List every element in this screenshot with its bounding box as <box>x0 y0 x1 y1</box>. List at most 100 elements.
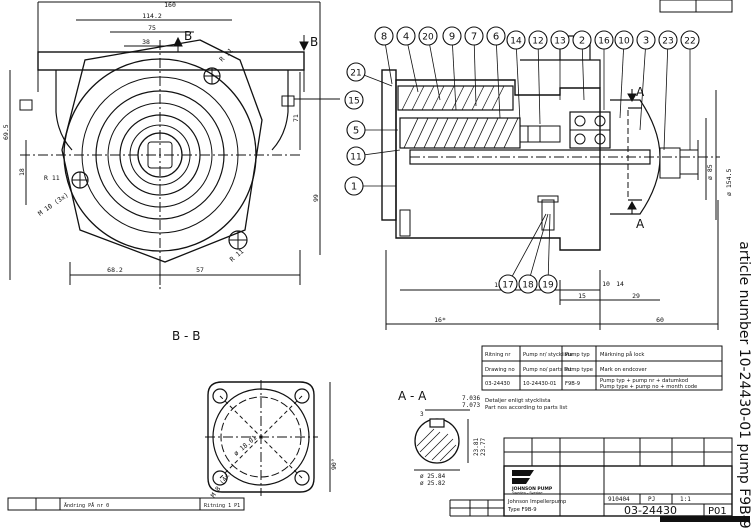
dim-75: 75 <box>148 24 156 32</box>
title-desc-2: Type F9B-9 <box>507 507 537 513</box>
revision-strip <box>7 497 245 511</box>
info-r1-c3: Pump typ <box>565 352 590 358</box>
dim-16: 16* <box>434 316 446 324</box>
balloon-4 <box>396 26 416 46</box>
balloon-number-9: 9 <box>449 32 455 43</box>
dim-69-5: 69.5 <box>2 124 10 140</box>
info-table-lines <box>481 345 723 391</box>
note-line-2: Part nos according to parts list <box>485 405 567 411</box>
balloon-13 <box>550 30 570 50</box>
dim-68-2: 68.2 <box>107 266 123 274</box>
aa-dim-h2: 23.77 <box>480 438 487 456</box>
aa-dim-w: 7.036 <box>462 395 480 402</box>
title-date: 910404 <box>608 496 630 503</box>
aa-dim-w2: 7.073 <box>462 402 480 409</box>
balloon-23 <box>658 30 678 50</box>
aa-dim-h1: 23.81 <box>473 438 480 456</box>
bottom-bar <box>660 516 750 522</box>
section-aa-label: A - A <box>398 389 427 403</box>
front-view <box>9 1 321 290</box>
balloon-20 <box>418 26 438 46</box>
balloon-17 <box>498 274 518 294</box>
info-r3-c4b: Pump type + pump no + month code <box>600 384 697 390</box>
balloon-number-8: 8 <box>381 32 387 43</box>
balloon-number-12: 12 <box>532 37 543 47</box>
info-r3-c1: 03-24430 <box>485 381 510 387</box>
balloon-leader <box>639 39 647 131</box>
aa-dim-dia: ø 25.84 <box>420 473 446 480</box>
balloon-15 <box>344 90 364 110</box>
balloon-number-23: 23 <box>662 37 673 47</box>
title-drawing-no: 03-24430 <box>624 504 677 517</box>
arrow-b-top-label: B <box>184 29 192 43</box>
dim-r11-bottom: R 11 <box>228 247 245 263</box>
section-bb-label: B - B <box>172 329 200 343</box>
info-r2-c2: Pump no/ parts list <box>523 367 572 373</box>
arrow-a-bottom-label: A <box>636 217 645 231</box>
balloon-leader <box>537 39 541 125</box>
balloon-leader <box>663 39 669 151</box>
balloon-2 <box>572 30 592 50</box>
balloon-number-2: 2 <box>579 36 585 47</box>
side-caption: article number 10-24430-01 pump F9B-9 <box>734 241 754 528</box>
dim-90: 90° <box>330 458 338 470</box>
dim-m10: M 10 (3x) <box>37 191 70 218</box>
aa-dim-small: 3 <box>420 411 424 418</box>
dim-85: ø 85 <box>706 164 714 180</box>
balloon-number-1: 1 <box>351 182 357 193</box>
balloon-leader <box>515 39 521 123</box>
arrow-b-side-label: B <box>310 35 318 49</box>
section-bb-view <box>205 380 331 496</box>
balloon-number-6: 6 <box>493 32 499 43</box>
title-desc-1: Johnson Impellerpump <box>507 499 567 505</box>
balloon-12 <box>528 30 548 50</box>
balloon-16 <box>594 30 614 50</box>
balloon-19 <box>538 274 558 294</box>
balloon-number-5: 5 <box>353 126 359 137</box>
balloon-number-17: 17 <box>502 281 513 291</box>
balloon-leader <box>495 35 501 119</box>
revision-text: Ritning 1 P1 <box>204 503 240 509</box>
balloon-leader <box>547 213 551 285</box>
balloon-number-4: 4 <box>403 32 409 43</box>
title-company-sub: Sweden - Sverige <box>512 491 543 495</box>
balloon-number-18: 18 <box>522 281 534 291</box>
aa-dim-dia2: ø 25.82 <box>420 480 446 487</box>
balloon-21 <box>346 62 366 82</box>
side-caption-text: article number 10-24430-01 pump F9B-9 <box>736 241 752 529</box>
balloon-leader <box>527 213 549 285</box>
balloon-5 <box>346 120 366 140</box>
info-r3-c3: F9B-9 <box>565 381 580 387</box>
company-logo <box>512 470 534 484</box>
dim-29: 29 <box>632 292 640 300</box>
side-section <box>381 35 720 330</box>
info-r2-c3: Pump type <box>565 367 593 373</box>
balloon-number-16: 16 <box>598 37 610 47</box>
title-page: P01 <box>708 506 727 517</box>
dim-154-5: ø 154.5 <box>725 169 733 196</box>
info-r2-c1: Drawing no <box>485 367 515 373</box>
info-r1-c4: Märkning på lock <box>600 351 644 358</box>
note-line-1: Detaljer enligt stycklista <box>485 398 551 404</box>
dim-57: 57 <box>196 266 204 274</box>
dim-r11-left: R 11 <box>44 174 60 182</box>
info-r1-c2: Pump nr/ stycklista <box>523 352 573 358</box>
dim-10: 10 <box>602 280 610 288</box>
dim-160: 160 <box>164 1 176 9</box>
dim-114-2: 114.2 <box>142 12 162 20</box>
balloon-number-11: 11 <box>350 153 361 163</box>
balloon-6 <box>486 26 506 46</box>
balloon-3 <box>636 30 656 50</box>
revision-cell: Ändring PÅ nr 0 <box>64 502 109 509</box>
info-r2-c4: Mark on endcover <box>600 367 648 373</box>
balloon-leader <box>451 35 457 111</box>
balloon-number-21: 21 <box>350 69 361 79</box>
balloon-number-20: 20 <box>422 33 434 43</box>
info-r3-c4a: Pump typ + pump nr + datumkod <box>600 378 688 384</box>
dim-r11-top: R 11 <box>218 47 235 64</box>
balloon-11 <box>346 146 366 166</box>
balloon-7 <box>464 26 484 46</box>
balloon-number-15: 15 <box>348 97 359 107</box>
title-company: JOHNSON PUMP <box>511 486 553 492</box>
balloon-10 <box>614 30 634 50</box>
